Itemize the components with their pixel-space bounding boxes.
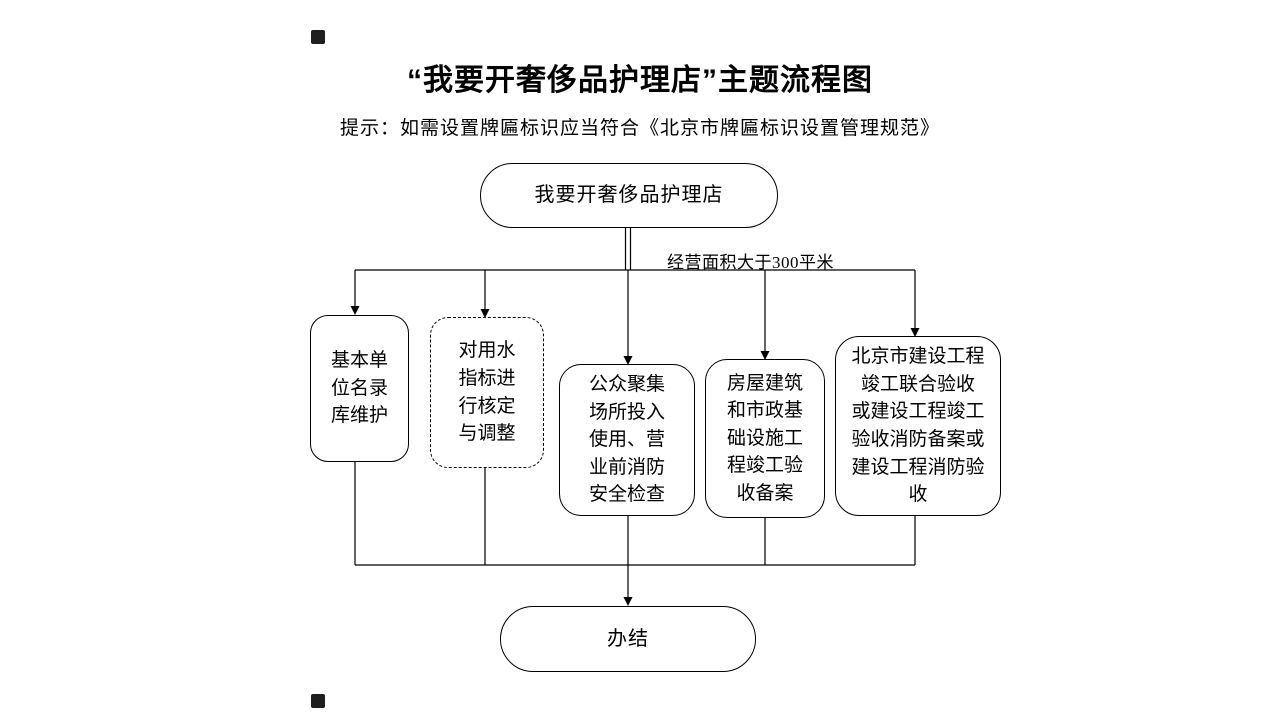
- arrowhead-step-2: [480, 309, 490, 318]
- artifact-mark-top-left: [311, 30, 325, 44]
- arrowheads: [350, 306, 920, 606]
- step-node-joint-acceptance: 北京市建设工程 竣工联合验收 或建设工程竣工 验收消防备案或 建设工程消防验 收: [835, 336, 1001, 516]
- hint-text: 提示：如需设置牌匾标识应当符合《北京市牌匾标识设置管理规范》: [339, 118, 940, 139]
- arrowhead-step-3: [623, 356, 633, 365]
- start-node: 我要开奢侈品护理店: [480, 163, 778, 228]
- arrowhead-step-5: [910, 328, 920, 337]
- page-title: “我要开奢侈品护理店”主题流程图: [407, 64, 873, 97]
- branch-condition-label: 经营面积大于300平米: [667, 253, 834, 272]
- connector-lines: [354, 228, 916, 598]
- end-node: 办结: [500, 606, 756, 672]
- arrowhead-step-4: [760, 351, 770, 360]
- arrowhead-step-1: [350, 306, 360, 315]
- step-node-basic-unit-directory: 基本单 位名录 库维护: [310, 315, 409, 462]
- arrowhead-end: [623, 597, 633, 606]
- artifact-mark-bottom-left: [311, 694, 325, 708]
- step-node-construction-completion-filing: 房屋建筑 和市政基 础设施工 程竣工验 收备案: [705, 359, 825, 518]
- step-node-water-quota: 对用水 指标进 行核定 与调整: [430, 317, 544, 468]
- step-node-fire-safety-check: 公众聚集 场所投入 使用、营 业前消防 安全检查: [559, 364, 695, 516]
